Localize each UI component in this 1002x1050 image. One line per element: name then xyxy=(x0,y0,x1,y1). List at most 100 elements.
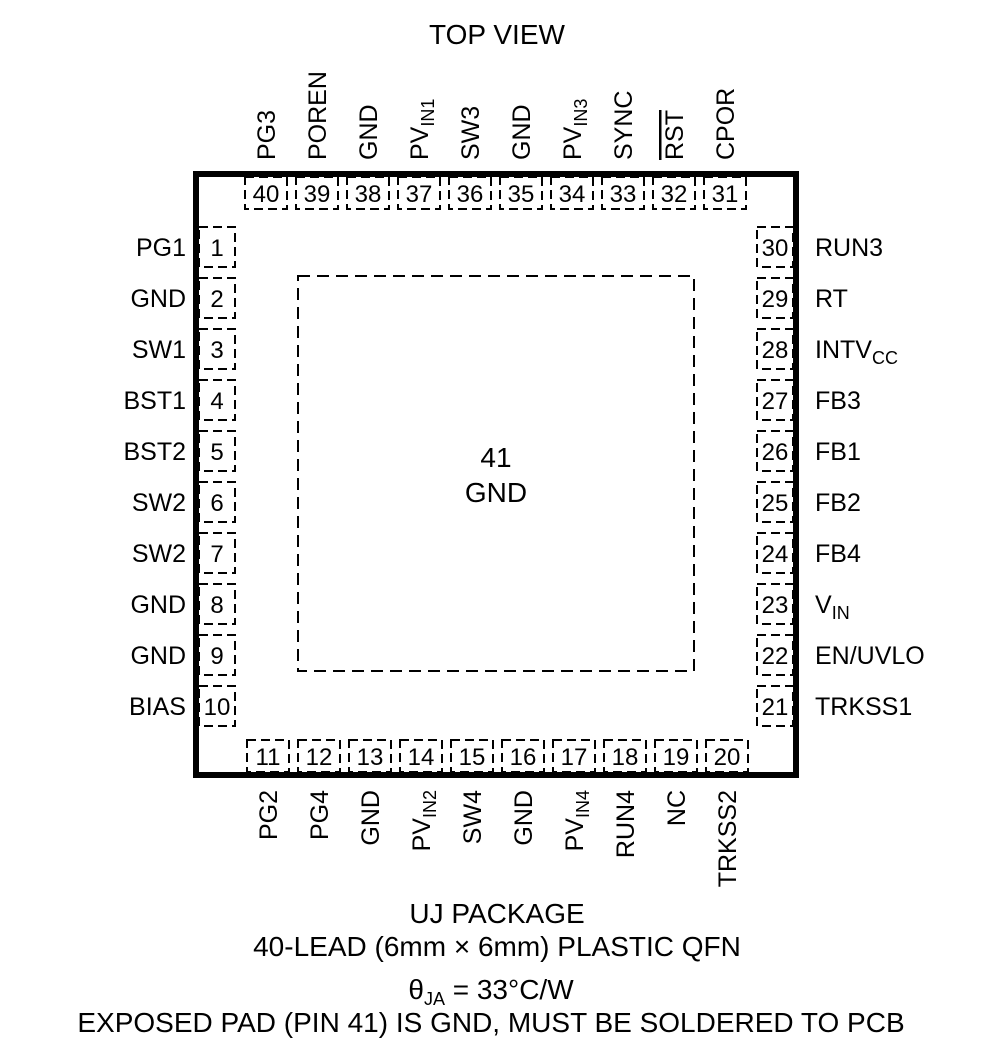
pin-number-8: 8 xyxy=(210,592,223,619)
pin-label-31: CPOR xyxy=(712,88,740,160)
pin-pad-25 xyxy=(756,481,794,523)
pin-label-9: GND xyxy=(130,642,186,670)
pin-pad-2 xyxy=(198,277,236,319)
pin-label-subscript: IN1 xyxy=(418,99,438,127)
pin-number-21: 21 xyxy=(762,694,789,721)
pin-label-14: PVIN2 xyxy=(408,790,440,851)
pin-pad-26 xyxy=(756,430,794,472)
pin-label-text: PV xyxy=(408,818,436,852)
exposed-pad-number: 41 xyxy=(480,442,511,473)
pin-label-18: RUN4 xyxy=(612,790,640,858)
exposed-pad-label: GND xyxy=(465,477,527,508)
pin-number-9: 9 xyxy=(210,643,223,670)
pin-number-39: 39 xyxy=(304,181,331,208)
pin-label-subscript: IN2 xyxy=(420,790,440,818)
pin-label-7: SW2 xyxy=(132,540,186,568)
pin-number-24: 24 xyxy=(762,541,789,568)
pin-number-2: 2 xyxy=(210,286,223,313)
pin-pad-40 xyxy=(244,176,288,210)
pin-pad-17 xyxy=(552,739,596,773)
pin-number-17: 17 xyxy=(561,744,588,771)
pin-label-text: PG3 xyxy=(253,110,281,160)
pin-number-10: 10 xyxy=(204,694,231,721)
pin-label-25: FB2 xyxy=(815,489,861,517)
pin-pad-20 xyxy=(705,739,749,773)
pin-pad-21 xyxy=(756,685,794,727)
pin-label-text: GND xyxy=(130,285,186,313)
pin-label-1: PG1 xyxy=(136,234,186,262)
pin-label-text: POREN xyxy=(304,71,332,160)
pin-number-16: 16 xyxy=(510,744,537,771)
pin-number-7: 7 xyxy=(210,541,223,568)
pin-label-19: NC xyxy=(663,790,691,826)
package-caption: UJ PACKAGE 40-LEAD (6mm × 6mm) PLASTIC Q… xyxy=(77,898,904,1038)
pin-label-text: BIAS xyxy=(129,693,186,721)
pin-label-text: GND xyxy=(355,104,383,160)
pin-number-37: 37 xyxy=(406,181,433,208)
pin-number-25: 25 xyxy=(762,490,789,517)
pin-number-13: 13 xyxy=(357,744,384,771)
pin-label-11: PG2 xyxy=(255,790,283,840)
pin-pad-24 xyxy=(756,532,794,574)
pin-pad-12 xyxy=(297,739,341,773)
pin-number-5: 5 xyxy=(210,439,223,466)
pin-number-36: 36 xyxy=(457,181,484,208)
pin-number-14: 14 xyxy=(408,744,435,771)
pin-number-3: 3 xyxy=(210,337,223,364)
pin-label-24: FB4 xyxy=(815,540,861,568)
pin-label-text: FB1 xyxy=(815,438,861,466)
pin-label-20: TRKSS2 xyxy=(714,790,742,887)
pin-number-31: 31 xyxy=(712,181,739,208)
pin-label-text: SW2 xyxy=(132,489,186,517)
pin-label-3: SW1 xyxy=(132,336,186,364)
pin-pad-30 xyxy=(756,226,794,268)
pin-number-33: 33 xyxy=(610,181,637,208)
pin-label-text: EN/UVLO xyxy=(815,642,925,670)
pin-label-13: GND xyxy=(357,790,385,846)
pin-label-text: GND xyxy=(130,642,186,670)
pin-label-text: FB3 xyxy=(815,387,861,415)
pin-pad-19 xyxy=(654,739,698,773)
exposed-pad-outline xyxy=(297,275,695,672)
pin-number-28: 28 xyxy=(762,337,789,364)
pin-pad-35 xyxy=(499,176,543,210)
pin-label-text: V xyxy=(815,591,832,619)
caption-package-name: UJ PACKAGE xyxy=(409,898,584,929)
pin-pad-5 xyxy=(198,430,236,472)
pin-number-29: 29 xyxy=(762,286,789,313)
pin-label-text: PV xyxy=(561,818,589,852)
pin-label-22: EN/UVLO xyxy=(815,642,925,670)
pin-label-6: SW2 xyxy=(132,489,186,517)
pin-label-subscript: IN3 xyxy=(571,99,591,127)
pin-label-text: GND xyxy=(357,790,385,846)
pin-label-39: POREN xyxy=(304,71,332,160)
pin-pad-4 xyxy=(198,379,236,421)
pin-pad-15 xyxy=(450,739,494,773)
pin-label-10: BIAS xyxy=(129,693,186,721)
pin-pad-13 xyxy=(348,739,392,773)
pin-label-text: GND xyxy=(130,591,186,619)
pin-number-19: 19 xyxy=(663,744,690,771)
pin-label-29: RT xyxy=(815,285,848,313)
pin-pad-3 xyxy=(198,328,236,370)
pin-pad-6 xyxy=(198,481,236,523)
pin-pad-32 xyxy=(652,176,696,210)
pin-label-12: PG4 xyxy=(306,790,334,840)
pin-label-subscript: IN xyxy=(832,603,850,623)
pin-label-text: SYNC xyxy=(610,91,638,160)
pin-label-subscript: IN4 xyxy=(573,790,593,818)
pin-label-subscript: CC xyxy=(872,348,898,368)
pin-pad-8 xyxy=(198,583,236,625)
caption-exposed-pad-note: EXPOSED PAD (PIN 41) IS GND, MUST BE SOL… xyxy=(77,1007,904,1038)
pin-pad-7 xyxy=(198,532,236,574)
pin-pad-37 xyxy=(397,176,441,210)
pin-label-text: TRKSS1 xyxy=(815,693,912,721)
package-outline xyxy=(193,171,799,778)
pin-number-30: 30 xyxy=(762,235,789,262)
pin-pad-38 xyxy=(346,176,390,210)
pin-label-27: FB3 xyxy=(815,387,861,415)
pin-label-text: RUN4 xyxy=(612,790,640,858)
pin-label-text: PG1 xyxy=(136,234,186,262)
pin-pad-14 xyxy=(399,739,443,773)
